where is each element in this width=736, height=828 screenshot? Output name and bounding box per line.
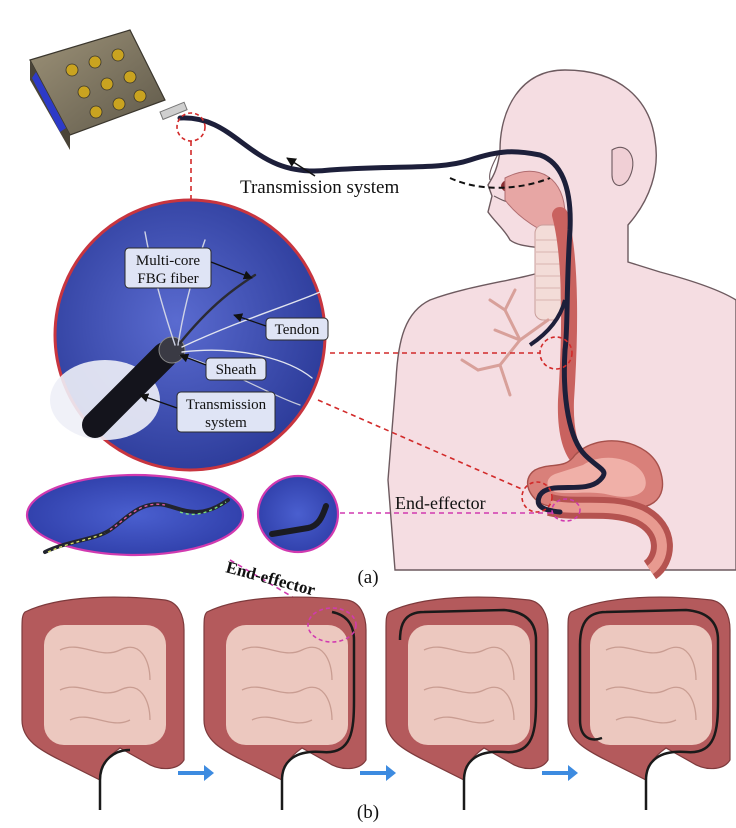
label-transmission-system: Transmission system: [240, 177, 399, 198]
arrow-transmission: [286, 157, 316, 177]
photo-label-sheath: Sheath: [179, 353, 267, 381]
actuation-device: [29, 29, 188, 150]
photo-label-tendon: Tendon: [233, 313, 329, 341]
label-transmission-line2: system: [205, 415, 247, 431]
ear: [611, 146, 634, 186]
colon-stage-2: [203, 596, 367, 810]
bronchus-tube: [528, 299, 567, 347]
motor-array: [65, 48, 147, 119]
stage-arrow-3: [542, 765, 578, 781]
end-effector-photo-short: [256, 474, 340, 554]
label-tendon: Tendon: [275, 322, 320, 338]
photo-label-multicore: Multi-core FBG fiber: [124, 247, 253, 289]
label-sheath: Sheath: [216, 362, 257, 378]
colon-stage-1: [21, 596, 185, 810]
label-transmission-line1: Transmission: [186, 397, 267, 413]
human-body-illustration: [387, 69, 736, 580]
highlight-end-effector: [551, 498, 581, 522]
label-multicore-line2: FBG fiber: [137, 271, 198, 287]
transmission-tube: [177, 115, 573, 353]
colon-stage-4: [567, 596, 731, 810]
stage-arrow-1: [178, 765, 214, 781]
tube-in-body: [535, 347, 607, 515]
stage-arrow-2: [360, 765, 396, 781]
photo-label-transmission: Transmission system: [139, 391, 276, 433]
highlight-stomach: [521, 481, 553, 513]
panel-b-label: (b): [357, 802, 379, 823]
label-end-effector-b: End-effector: [224, 558, 318, 600]
colon-stage-3: [385, 596, 549, 810]
label-multicore-line1: Multi-core: [136, 253, 200, 269]
end-effector-photo-long: [25, 473, 245, 557]
label-end-effector-a: End-effector: [395, 493, 486, 513]
insertion-path: [449, 177, 551, 189]
bronchial-tree: [460, 288, 550, 397]
highlight-end-effector-b: [307, 607, 357, 643]
sheath-tube: [82, 342, 178, 438]
leader-stomach: [317, 399, 525, 491]
panel-a-label: (a): [357, 567, 378, 588]
